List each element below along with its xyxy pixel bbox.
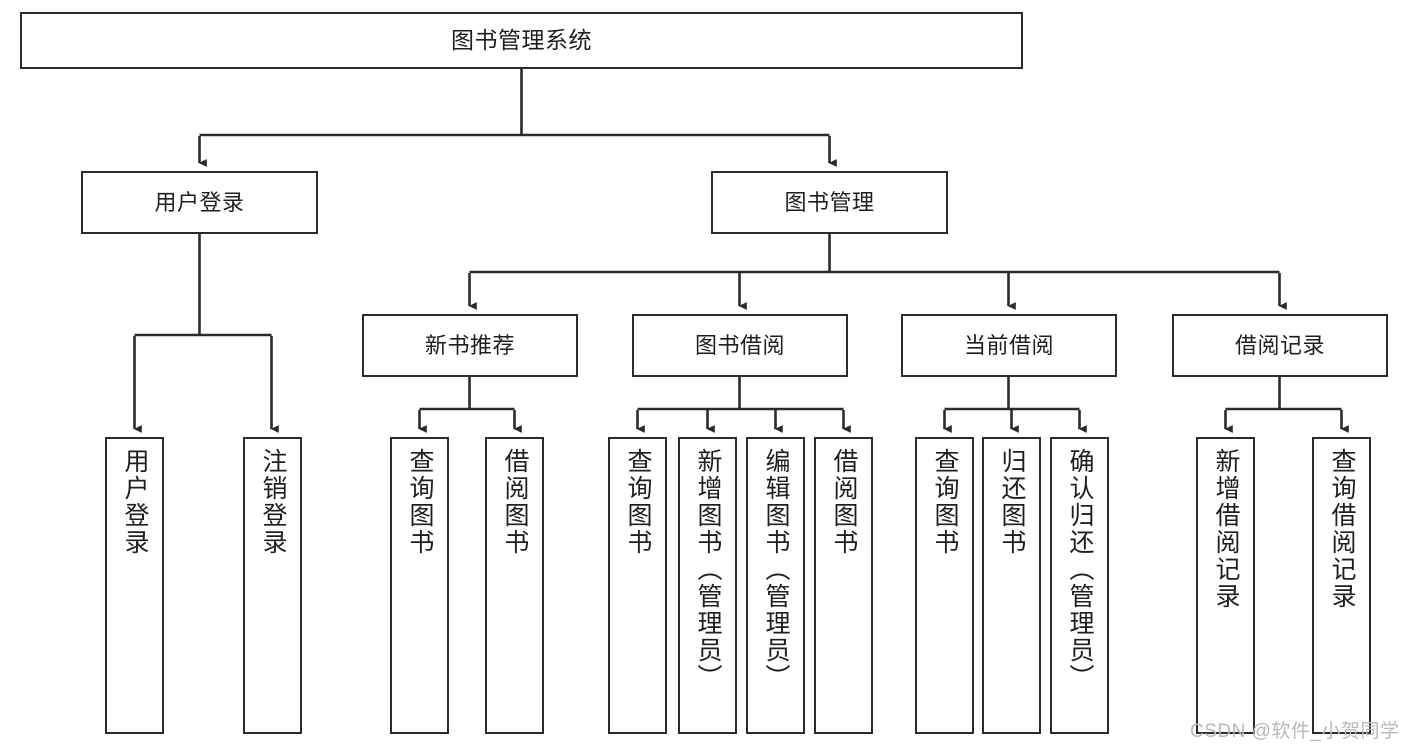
leaf-edit-book-admin[interactable]: 编辑图书（管理员） bbox=[746, 437, 805, 734]
leaf-confirm-return-admin-label: 确认归还（管理员） bbox=[1066, 448, 1094, 691]
leaf-borrow-book-bb[interactable]: 借阅图书 bbox=[814, 437, 873, 734]
node-book-management-label: 图书管理 bbox=[784, 189, 875, 215]
node-root[interactable]: 图书管理系统 bbox=[20, 12, 1023, 69]
node-root-label: 图书管理系统 bbox=[451, 27, 592, 54]
leaf-query-borrow-record[interactable]: 查询借阅记录 bbox=[1312, 437, 1371, 734]
node-book-borrow[interactable]: 图书借阅 bbox=[632, 314, 848, 377]
leaf-user-login-label: 用户登录 bbox=[121, 448, 149, 556]
leaf-add-borrow-record-label: 新增借阅记录 bbox=[1212, 448, 1240, 610]
leaf-return-book[interactable]: 归还图书 bbox=[982, 437, 1041, 734]
node-borrow-record[interactable]: 借阅记录 bbox=[1172, 314, 1388, 377]
leaf-query-book-cb-label: 查询图书 bbox=[931, 448, 959, 556]
node-current-borrow[interactable]: 当前借阅 bbox=[901, 314, 1117, 377]
leaf-query-borrow-record-label: 查询借阅记录 bbox=[1328, 448, 1356, 610]
node-book-borrow-label: 图书借阅 bbox=[694, 332, 785, 358]
leaf-query-book-nbr[interactable]: 查询图书 bbox=[390, 437, 449, 734]
leaf-add-borrow-record[interactable]: 新增借阅记录 bbox=[1196, 437, 1255, 734]
node-book-management[interactable]: 图书管理 bbox=[711, 171, 948, 234]
csdn-watermark: CSDN @软件_小贺同学 bbox=[1190, 721, 1400, 742]
leaf-logout[interactable]: 注销登录 bbox=[243, 437, 302, 734]
leaf-query-book-nbr-label: 查询图书 bbox=[406, 448, 434, 556]
leaf-add-book-admin-label: 新增图书（管理员） bbox=[694, 448, 722, 691]
node-new-book-recommend[interactable]: 新书推荐 bbox=[362, 314, 578, 377]
node-new-book-recommend-label: 新书推荐 bbox=[424, 332, 515, 358]
leaf-return-book-label: 归还图书 bbox=[998, 448, 1026, 556]
leaf-query-book-bb[interactable]: 查询图书 bbox=[608, 437, 667, 734]
leaf-edit-book-admin-label: 编辑图书（管理员） bbox=[762, 448, 790, 691]
leaf-borrow-book-nbr-label: 借阅图书 bbox=[501, 448, 529, 556]
node-user-login-label: 用户登录 bbox=[154, 189, 245, 215]
leaf-user-login[interactable]: 用户登录 bbox=[105, 437, 164, 734]
leaf-borrow-book-nbr[interactable]: 借阅图书 bbox=[485, 437, 544, 734]
node-current-borrow-label: 当前借阅 bbox=[963, 332, 1054, 358]
leaf-confirm-return-admin[interactable]: 确认归还（管理员） bbox=[1050, 437, 1109, 734]
leaf-logout-label: 注销登录 bbox=[259, 448, 287, 556]
leaf-query-book-bb-label: 查询图书 bbox=[624, 448, 652, 556]
leaf-borrow-book-bb-label: 借阅图书 bbox=[830, 448, 858, 556]
leaf-query-book-cb[interactable]: 查询图书 bbox=[915, 437, 974, 734]
node-borrow-record-label: 借阅记录 bbox=[1234, 332, 1325, 358]
node-user-login[interactable]: 用户登录 bbox=[81, 171, 318, 234]
leaf-add-book-admin[interactable]: 新增图书（管理员） bbox=[678, 437, 737, 734]
